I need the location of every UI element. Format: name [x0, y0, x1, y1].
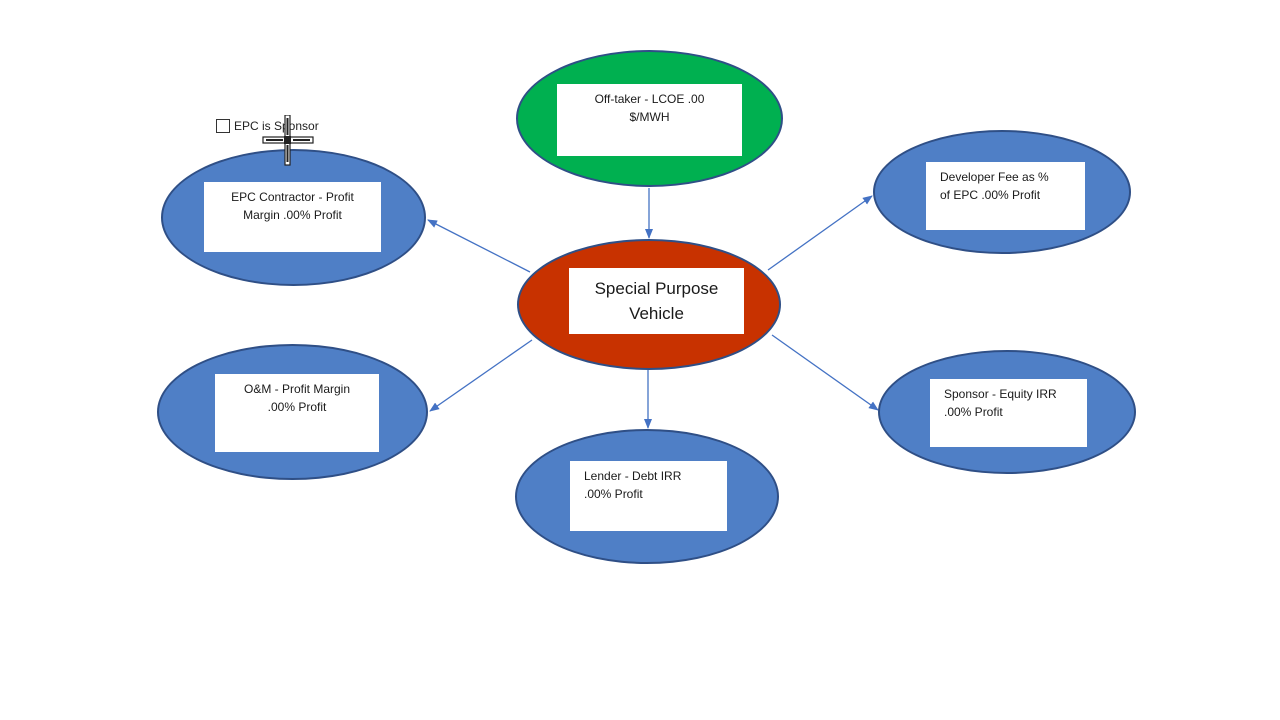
om-label: O&M - Profit Margin .00% Profit: [215, 374, 379, 452]
arrow-spv-to-epc: [427, 219, 531, 273]
epc-is-sponsor-checkbox[interactable]: [216, 119, 230, 133]
arrow-spv-to-om: [429, 339, 533, 412]
arrow-spv-to-developer: [767, 195, 873, 271]
epc-is-sponsor-checkbox-control[interactable]: EPC is Sponsor: [216, 119, 319, 133]
developer-fee-label: Developer Fee as % of EPC .00% Profit: [926, 162, 1085, 230]
epc-is-sponsor-label[interactable]: EPC is Sponsor: [234, 119, 319, 133]
arrow-spv-to-sponsor: [771, 334, 879, 411]
epc-contractor-label: EPC Contractor - Profit Margin .00% Prof…: [204, 182, 381, 252]
spv-label: Special Purpose Vehicle: [569, 268, 744, 334]
sponsor-label: Sponsor - Equity IRR .00% Profit: [930, 379, 1087, 447]
lender-label: Lender - Debt IRR .00% Profit: [570, 461, 727, 531]
offtaker-label: Off-taker - LCOE .00 $/MWH: [557, 84, 742, 156]
